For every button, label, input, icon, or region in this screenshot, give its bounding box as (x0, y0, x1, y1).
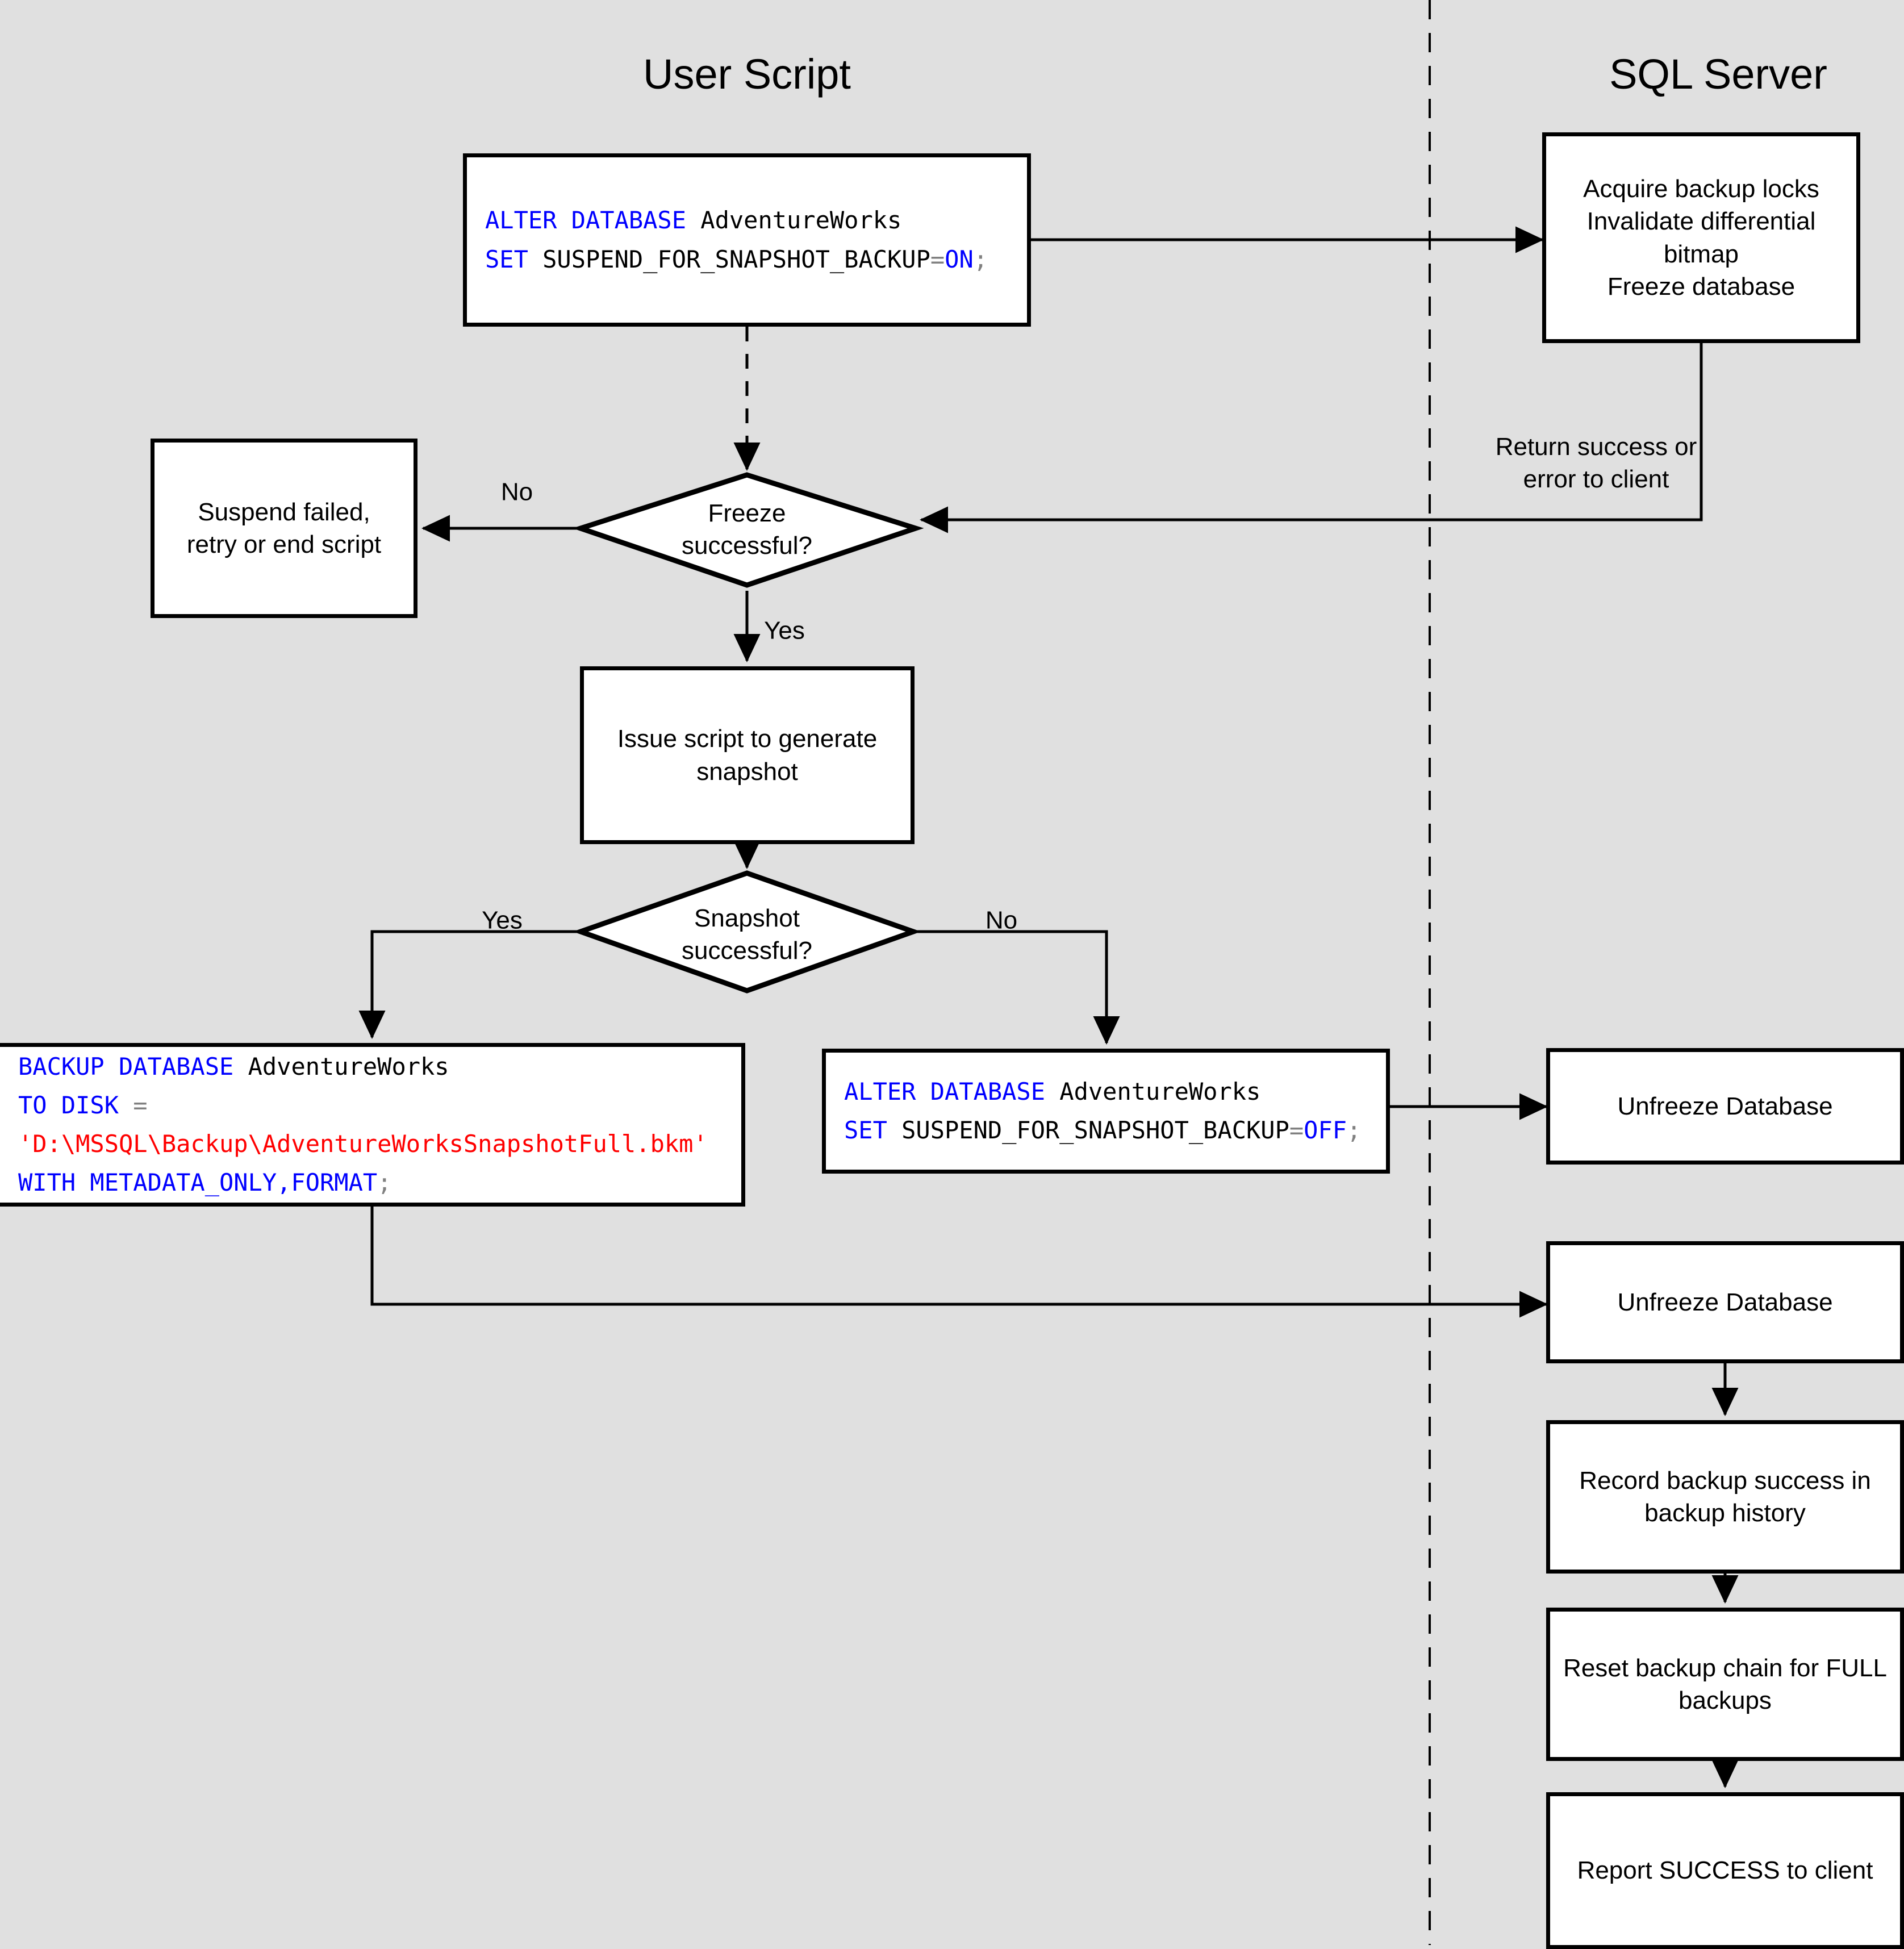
node-report-success[interactable]: Report SUCCESS to client (1546, 1792, 1904, 1949)
edge-label-return-to-client: Return success or error to client (1496, 431, 1697, 495)
record-backup-success-label: Record backup success in backup history (1579, 1466, 1871, 1527)
freeze-decision-label[interactable]: Freeze successful? (682, 497, 812, 562)
edge-label-freeze-yes: Yes (764, 616, 805, 645)
node-backup-database[interactable]: BACKUP DATABASE AdventureWorks TO DISK =… (0, 1043, 745, 1207)
snapshot-decision-text: Snapshot successful? (682, 904, 812, 965)
unfreeze-database-2-label: Unfreeze Database (1617, 1288, 1833, 1316)
edge-snapshot-yes-to-backup (358, 930, 581, 1040)
backup-path: 'D:\MSSQL\Backup\AdventureWorksSnapshotF… (18, 1130, 708, 1158)
edge-label-freeze-no: No (500, 478, 533, 506)
return-to-client-text: Return success or error to client (1495, 432, 1697, 493)
backup-kw1: BACKUP DATABASE (18, 1052, 234, 1080)
report-success-label: Report SUCCESS to client (1577, 1856, 1873, 1885)
node-acquire-backup-locks[interactable]: Acquire backup locks Invalidate differen… (1542, 132, 1860, 343)
node-unfreeze-database-1[interactable]: Unfreeze Database (1546, 1048, 1904, 1165)
freeze-decision-text: Freeze successful? (682, 499, 812, 560)
backup-obj1: AdventureWorks (233, 1052, 449, 1080)
alter-on-code: ALTER DATABASE AdventureWorks SET SUSPEN… (467, 201, 988, 278)
node-record-backup-success[interactable]: Record backup success in backup history (1546, 1420, 1904, 1574)
alter-off-kw2: SET (844, 1116, 887, 1144)
reset-backup-chain-label: Reset backup chain for FULL backups (1563, 1654, 1887, 1714)
node-alter-database-off[interactable]: ALTER DATABASE AdventureWorks SET SUSPEN… (822, 1049, 1390, 1174)
alter-on-kw2: SET (485, 245, 528, 273)
node-unfreeze-database-2[interactable]: Unfreeze Database (1546, 1241, 1904, 1363)
alter-on-semicolon: ; (973, 245, 988, 273)
snapshot-decision-label[interactable]: Snapshot successful? (682, 902, 812, 967)
alter-on-kw1: ALTER DATABASE (485, 206, 687, 235)
backup-semicolon: ; (377, 1168, 392, 1197)
alter-off-kw1: ALTER DATABASE (844, 1077, 1046, 1105)
alter-on-equals: = (930, 245, 945, 273)
backup-kw2: TO DISK (18, 1091, 133, 1119)
backup-database-code: BACKUP DATABASE AdventureWorks TO DISK =… (0, 1047, 708, 1202)
alter-off-code: ALTER DATABASE AdventureWorks SET SUSPEN… (826, 1072, 1361, 1150)
alter-off-semicolon: ; (1347, 1116, 1362, 1144)
alter-on-obj1: AdventureWorks (686, 206, 902, 235)
alter-off-value: OFF (1304, 1116, 1347, 1144)
backup-kw4: WITH METADATA_ONLY,FORMAT (18, 1168, 378, 1197)
node-suspend-failed[interactable]: Suspend failed, retry or end script (151, 439, 417, 618)
alter-on-value: ON (945, 245, 974, 273)
issue-script-label: Issue script to generate snapshot (617, 725, 878, 786)
node-reset-backup-chain[interactable]: Reset backup chain for FULL backups (1546, 1608, 1904, 1761)
edge-label-snapshot-no: No (985, 906, 1018, 934)
swimlane-title-user-script: User Script (643, 51, 851, 98)
alter-off-option: SUSPEND_FOR_SNAPSHOT_BACKUP (887, 1116, 1289, 1144)
node-issue-script[interactable]: Issue script to generate snapshot (580, 666, 915, 844)
edge-backup-to-unfreeze-2 (370, 1207, 1548, 1318)
acquire-backup-locks-label: Acquire backup locks Invalidate differen… (1583, 175, 1819, 301)
suspend-failed-label: Suspend failed, retry or end script (186, 498, 382, 558)
alter-off-equals: = (1289, 1116, 1304, 1144)
node-alter-database-on[interactable]: ALTER DATABASE AdventureWorks SET SUSPEN… (463, 153, 1031, 327)
unfreeze-database-1-label: Unfreeze Database (1617, 1092, 1833, 1120)
edge-label-snapshot-yes: Yes (482, 906, 523, 934)
swimlane-title-sql-server: SQL Server (1609, 51, 1827, 98)
backup-equals: = (133, 1091, 148, 1119)
edge-snapshot-no-to-alter-off (913, 930, 1120, 1045)
alter-on-option: SUSPEND_FOR_SNAPSHOT_BACKUP (528, 245, 930, 273)
alter-off-obj1: AdventureWorks (1045, 1077, 1261, 1105)
